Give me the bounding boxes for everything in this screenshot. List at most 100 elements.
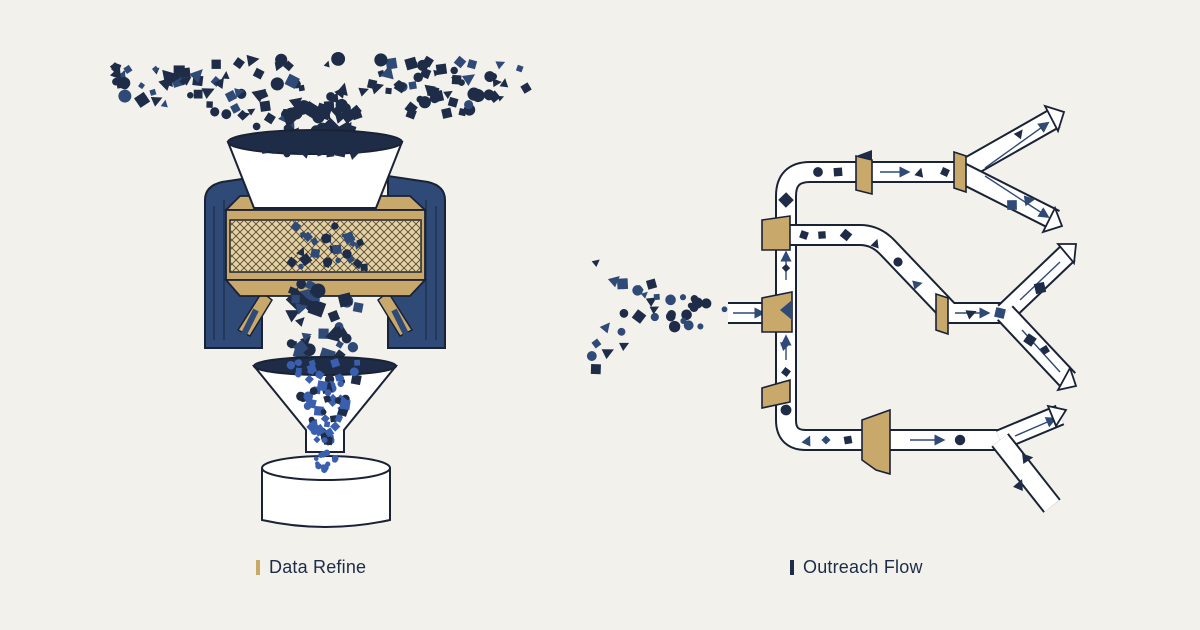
particle <box>310 237 319 246</box>
particle <box>965 310 977 320</box>
particle <box>453 55 467 69</box>
particle <box>193 89 203 99</box>
particle <box>324 427 335 438</box>
particle <box>160 99 168 108</box>
particle <box>331 455 339 462</box>
particle <box>331 51 346 66</box>
particle <box>327 309 341 323</box>
particle <box>150 97 163 107</box>
particle <box>813 167 823 177</box>
particle <box>259 100 271 112</box>
particle <box>680 317 687 325</box>
particle <box>912 280 923 290</box>
particle <box>300 149 310 159</box>
particle <box>288 97 303 110</box>
particle <box>607 276 620 288</box>
particle <box>295 145 305 156</box>
particle <box>307 366 316 375</box>
input-stream <box>586 259 728 375</box>
particle <box>413 72 423 83</box>
particle <box>327 327 340 342</box>
particle <box>601 349 614 360</box>
particle <box>484 71 496 83</box>
particle <box>334 414 344 423</box>
particle <box>213 77 224 89</box>
pipe-particles <box>778 129 1050 492</box>
outreach-flow-illustration <box>586 104 1078 513</box>
particle <box>339 375 345 381</box>
particle <box>286 360 296 370</box>
particle <box>599 322 610 334</box>
particle <box>349 367 359 377</box>
particle <box>393 79 408 94</box>
particle <box>458 79 465 86</box>
particle <box>586 351 597 361</box>
particle <box>329 415 338 423</box>
particle <box>252 142 260 149</box>
particle <box>298 252 313 267</box>
particle <box>315 147 325 157</box>
particle <box>354 143 365 154</box>
particle <box>318 452 324 458</box>
particle <box>295 359 303 367</box>
particle <box>275 53 288 66</box>
particle <box>328 92 339 104</box>
particle <box>221 70 230 80</box>
particle <box>283 150 291 158</box>
particle <box>294 370 302 378</box>
particle <box>616 278 629 290</box>
particle <box>308 359 316 367</box>
particle <box>323 421 331 428</box>
particle <box>361 136 372 147</box>
particle <box>631 309 647 324</box>
particle <box>893 257 903 267</box>
particle <box>799 230 809 240</box>
outreach-flow-caption: Outreach Flow <box>790 556 923 578</box>
particle <box>667 310 676 319</box>
particle <box>650 312 659 322</box>
particle <box>234 88 245 98</box>
particle <box>914 167 924 178</box>
particle <box>320 409 327 415</box>
particle <box>466 59 478 70</box>
particle <box>335 257 341 264</box>
particle <box>242 112 251 120</box>
particle <box>385 57 398 70</box>
data-refine-label: Data Refine <box>269 556 367 577</box>
particle <box>1040 345 1050 355</box>
particle <box>821 435 831 445</box>
particle <box>691 297 703 309</box>
particle <box>780 404 792 416</box>
particle <box>291 294 300 304</box>
particle <box>352 301 364 313</box>
particle <box>499 78 509 88</box>
particle <box>210 107 220 117</box>
particle <box>337 292 353 308</box>
particle <box>323 100 335 112</box>
particle <box>296 279 307 290</box>
particle <box>1012 479 1023 492</box>
particle <box>134 91 151 108</box>
particle <box>348 150 360 160</box>
particle <box>450 66 458 75</box>
particle <box>940 167 950 177</box>
particle <box>271 143 279 151</box>
particle <box>111 62 122 73</box>
particle <box>152 65 160 73</box>
particle <box>701 298 712 309</box>
particle <box>492 78 502 88</box>
collection-tank <box>261 449 391 528</box>
particle <box>297 100 311 113</box>
particle <box>286 256 298 268</box>
particle <box>301 332 312 342</box>
particle <box>342 249 352 259</box>
particle <box>870 238 879 249</box>
particle <box>312 111 325 124</box>
particle <box>843 435 853 445</box>
particle <box>315 461 320 466</box>
particle <box>416 95 424 103</box>
particle <box>298 84 305 92</box>
data-refine-illustration <box>109 51 532 528</box>
data-refine-caption: Data Refine <box>256 556 366 578</box>
particle <box>296 391 306 401</box>
